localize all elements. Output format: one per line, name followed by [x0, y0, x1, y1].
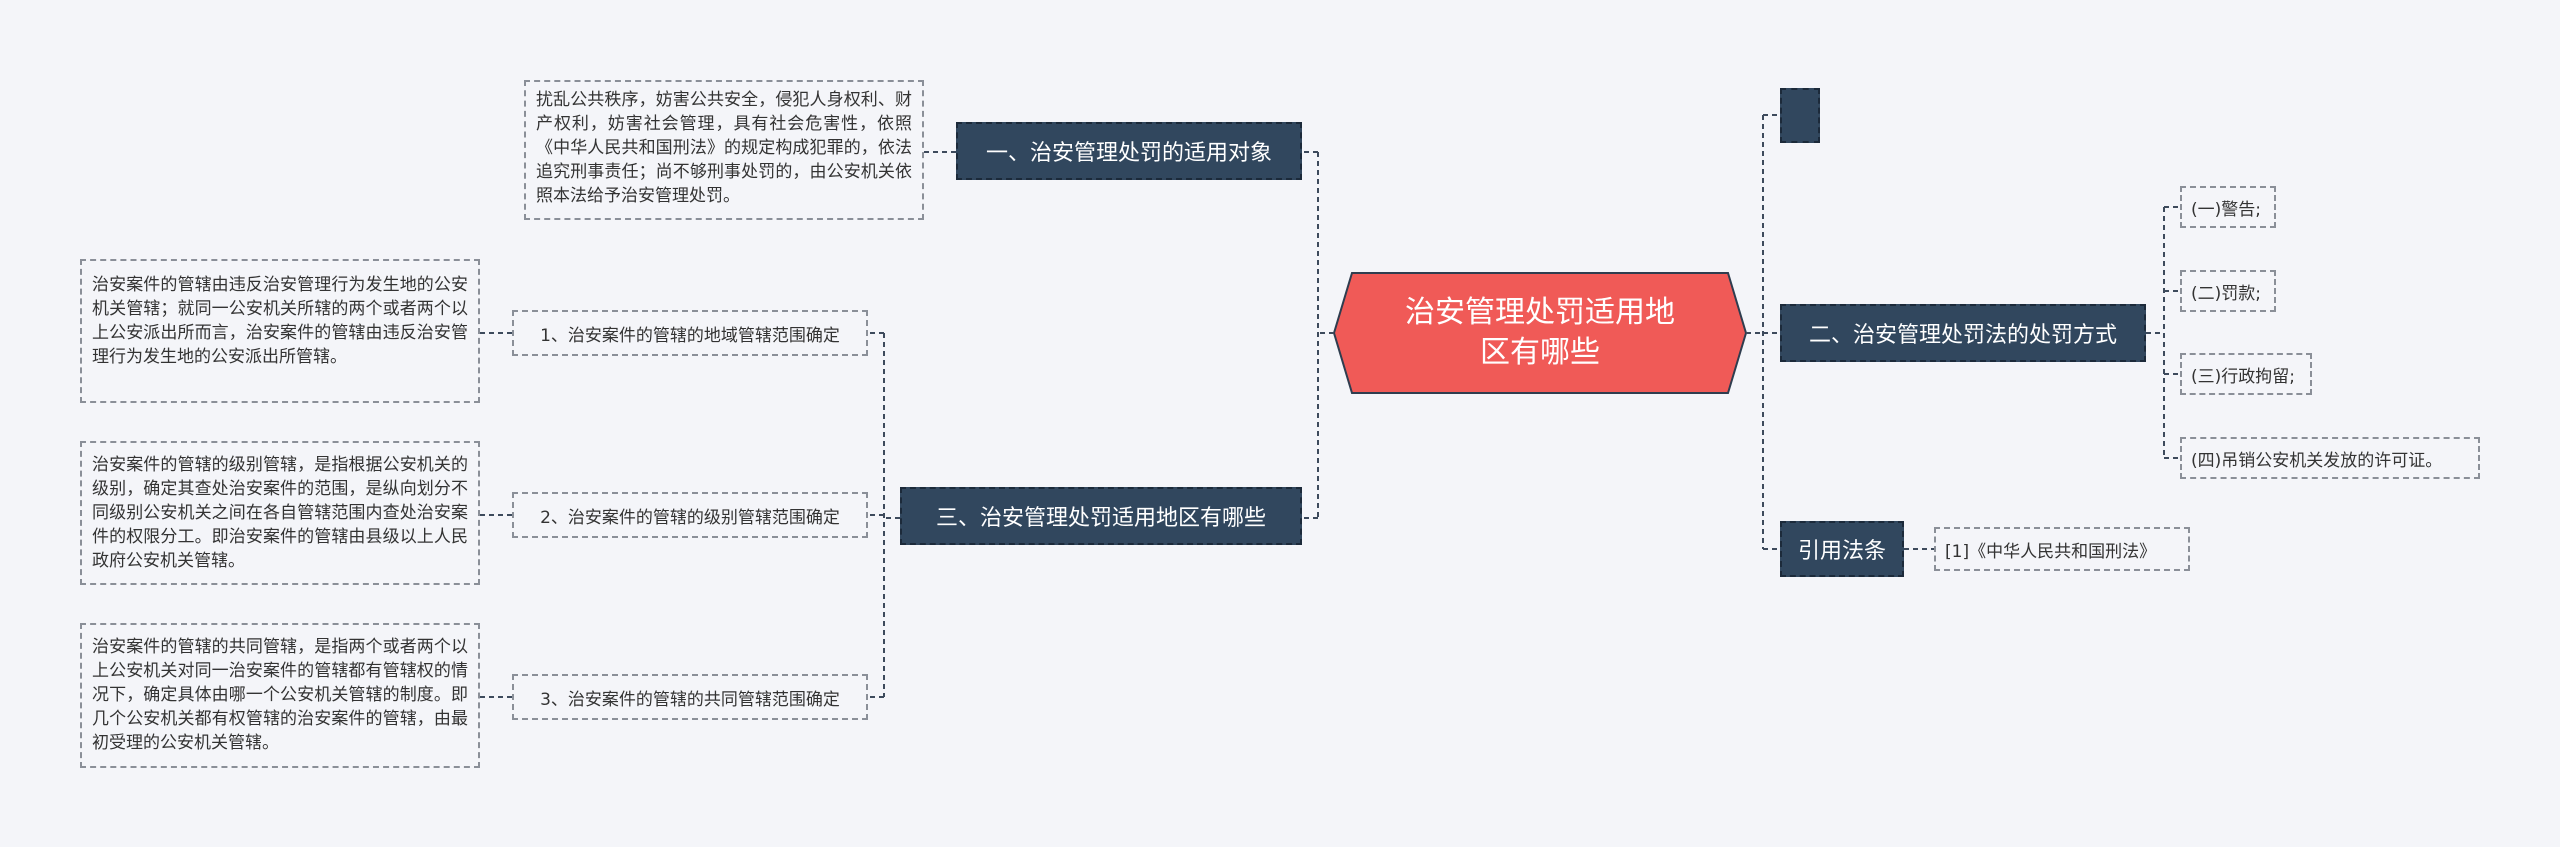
punishment-item-3[interactable]: (三)行政拘留;: [2180, 353, 2312, 395]
topic-3-item-2-detail-text: 治安案件的管辖的级别管辖，是指根据公安机关的级别，确定其查处治安案件的范围，是纵…: [92, 455, 468, 571]
topic-3-item-1[interactable]: 1、治安案件的管辖的地域管辖范围确定: [512, 310, 868, 356]
punishment-item-1-label: (一)警告;: [2191, 199, 2261, 220]
topic-3-label: 三、治安管理处罚适用地区有哪些: [935, 506, 1266, 531]
topic-2-label: 二、治安管理处罚法的处罚方式: [1808, 323, 2117, 348]
refs-item-1-label: [1]《中华人民共和国刑法》: [1945, 541, 2157, 562]
punishment-item-4-label: (四)吊销公安机关发放的许可证。: [2191, 450, 2443, 471]
refs-topic-node[interactable]: 引用法条: [1780, 521, 1904, 577]
punishment-item-1[interactable]: (一)警告;: [2180, 186, 2276, 228]
punishment-item-4[interactable]: (四)吊销公安机关发放的许可证。: [2180, 437, 2480, 479]
topic-1-detail[interactable]: 扰乱公共秩序，妨害公共安全，侵犯人身权利、财产权利，妨害社会管理，具有社会危害性…: [524, 80, 924, 220]
refs-item-1[interactable]: [1]《中华人民共和国刑法》: [1934, 527, 2190, 571]
topic-node-3[interactable]: 三、治安管理处罚适用地区有哪些: [900, 487, 1302, 545]
topic-3-item-3-detail[interactable]: 治安案件的管辖的共同管辖，是指两个或者两个以上公安机关对同一治安案件的管辖都有管…: [80, 623, 480, 768]
root-title: 治安管理处罚适用地区有哪些: [1405, 295, 1675, 370]
topic-3-item-2-detail[interactable]: 治安案件的管辖的级别管辖，是指根据公安机关的级别，确定其查处治安案件的范围，是纵…: [80, 441, 480, 585]
refs-topic-label: 引用法条: [1797, 539, 1886, 564]
topic-3-item-2[interactable]: 2、治安案件的管辖的级别管辖范围确定: [512, 492, 868, 538]
punishment-item-3-label: (三)行政拘留;: [2191, 366, 2295, 387]
punishment-item-2[interactable]: (二)罚款;: [2180, 270, 2276, 312]
root-node[interactable]: 治安管理处罚适用地区有哪些: [1336, 273, 1744, 393]
topic-3-item-1-label: 1、治安案件的管辖的地域管辖范围确定: [540, 325, 840, 346]
topic-1-label: 一、治安管理处罚的适用对象: [985, 141, 1272, 166]
punishment-item-2-label: (二)罚款;: [2191, 283, 2261, 304]
topic-3-item-1-detail[interactable]: 治安案件的管辖由违反治安管理行为发生地的公安机关管辖；就同一公安机关所辖的两个或…: [80, 259, 480, 403]
topic-3-item-1-detail-text: 治安案件的管辖由违反治安管理行为发生地的公安机关管辖；就同一公安机关所辖的两个或…: [92, 275, 468, 367]
topic-3-item-2-label: 2、治安案件的管辖的级别管辖范围确定: [540, 507, 840, 528]
topic-1-detail-text: 扰乱公共秩序，妨害公共安全，侵犯人身权利、财产权利，妨害社会管理，具有社会危害性…: [536, 90, 912, 206]
empty-topic-node[interactable]: [1780, 88, 1820, 143]
topic-node-1[interactable]: 一、治安管理处罚的适用对象: [956, 122, 1302, 180]
topic-3-item-3[interactable]: 3、治安案件的管辖的共同管辖范围确定: [512, 674, 868, 720]
topic-3-item-3-detail-text: 治安案件的管辖的共同管辖，是指两个或者两个以上公安机关对同一治安案件的管辖都有管…: [92, 637, 468, 753]
topic-node-2[interactable]: 二、治安管理处罚法的处罚方式: [1780, 304, 2146, 362]
topic-3-item-3-label: 3、治安案件的管辖的共同管辖范围确定: [540, 689, 840, 710]
